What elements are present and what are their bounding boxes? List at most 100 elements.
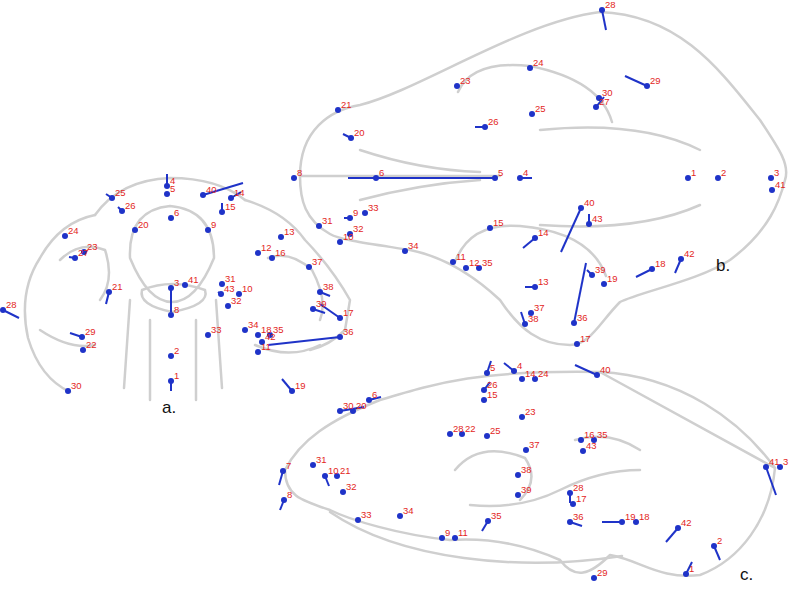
landmark-dot [362,210,368,216]
landmark-number: 24 [68,226,79,236]
landmark-dot [678,256,684,262]
landmark-dot [106,289,112,295]
landmark-number: 6 [174,208,179,218]
landmark-dot [685,175,691,181]
landmark-number: 8 [287,490,292,500]
landmark-dot [225,303,231,309]
landmark-dot [348,135,354,141]
landmark-dot [593,104,599,110]
landmark-dot [72,255,78,261]
landmark-dot [591,575,597,581]
landmark-number: 3 [774,168,779,178]
landmark-number: 26 [125,201,136,211]
dorsal-skull-outline [300,12,786,345]
landmark-dot [481,387,487,393]
landmark-number: 24 [538,369,549,379]
landmark-number: 42 [684,249,695,259]
landmark-number: 3 [174,278,179,288]
landmark-number: 27 [78,248,89,258]
landmark-number: 23 [87,242,98,252]
landmark-dot [578,437,584,443]
landmark-vector [575,365,597,375]
landmark-dot [711,543,717,549]
landmark-dot [574,341,580,347]
landmark-number: 20 [354,128,365,138]
landmark-number: 36 [343,327,354,337]
landmark-dot [484,370,490,376]
landmark-dot [522,321,528,327]
landmark-number: 13 [538,277,549,287]
landmark-dot [65,388,71,394]
landmark-marks [0,7,783,581]
landmark-number: 43 [224,284,235,294]
landmark-dot [586,221,592,227]
landmark-vector [602,10,606,30]
landmark-number: 8 [174,305,179,315]
landmark-dot [578,205,584,211]
panel-letter: a. [162,399,176,416]
landmark-number: 38 [323,282,334,292]
landmark-number: 40 [600,365,611,375]
landmark-dot [219,209,225,215]
landmark-number: 38 [528,314,539,324]
landmark-dot [439,535,445,541]
landmark-dot [649,266,655,272]
landmark-dot [450,259,456,265]
landmark-dot [347,215,353,221]
landmark-dot [519,414,525,420]
landmark-number: 11 [261,342,271,352]
landmark-vector [377,177,495,179]
landmark-number: 21 [341,100,352,110]
landmark-dot [485,518,491,524]
landmark-dot [337,334,343,340]
landmark-number: 23 [460,76,471,86]
landmark-dot [402,248,408,254]
landmark-dot [182,282,188,288]
landmark-dot [164,191,170,197]
landmark-number: 30 [71,381,82,391]
landmark-number: 35 [482,258,493,268]
landmark-dot [205,227,211,233]
landmark-dot [289,388,295,394]
landmark-number: 30 [343,401,354,411]
landmark-dot [529,111,535,117]
landmark-number: 4 [517,361,522,371]
landmark-dot [447,431,453,437]
landmark-number: 25 [535,104,546,114]
landmark-number: 5 [490,363,495,373]
landmark-number: 18 [639,512,650,522]
landmark-number: 29 [85,327,96,337]
landmark-dot [570,501,576,507]
landmark-number: 41 [769,457,780,467]
landmark-number: 17 [343,308,354,318]
landmark-number: 1 [691,168,696,178]
landmark-dot [567,519,573,525]
landmark-number: 17 [576,494,587,504]
landmark-number: 37 [534,303,545,313]
landmark-number: 35 [597,430,608,440]
landmark-dot [482,124,488,130]
landmark-dot [335,107,341,113]
landmark-number: 10 [343,232,354,242]
panel-letter: c. [740,566,753,583]
landmark-number: 34 [403,506,414,516]
landmark-number: 14 [234,188,245,198]
landmark-vector [170,288,172,312]
landmark-number: 43 [592,214,603,224]
landmark-number: 1 [174,371,179,381]
landmark-number: 20 [138,220,149,230]
landmark-number: 21 [340,466,351,476]
landmark-dot [515,492,521,498]
landmark-number: 34 [408,241,419,251]
landmark-number: 20 [356,401,367,411]
landmark-dot [571,320,577,326]
landmark-dot [481,397,487,403]
landmark-number: 26 [488,117,499,127]
landmark-number: 37 [529,440,540,450]
landmark-dot [200,192,206,198]
landmark-number: 40 [206,185,217,195]
landmark-dot [515,472,521,478]
landmark-dot [355,517,361,523]
landmark-number: 2 [721,168,726,178]
